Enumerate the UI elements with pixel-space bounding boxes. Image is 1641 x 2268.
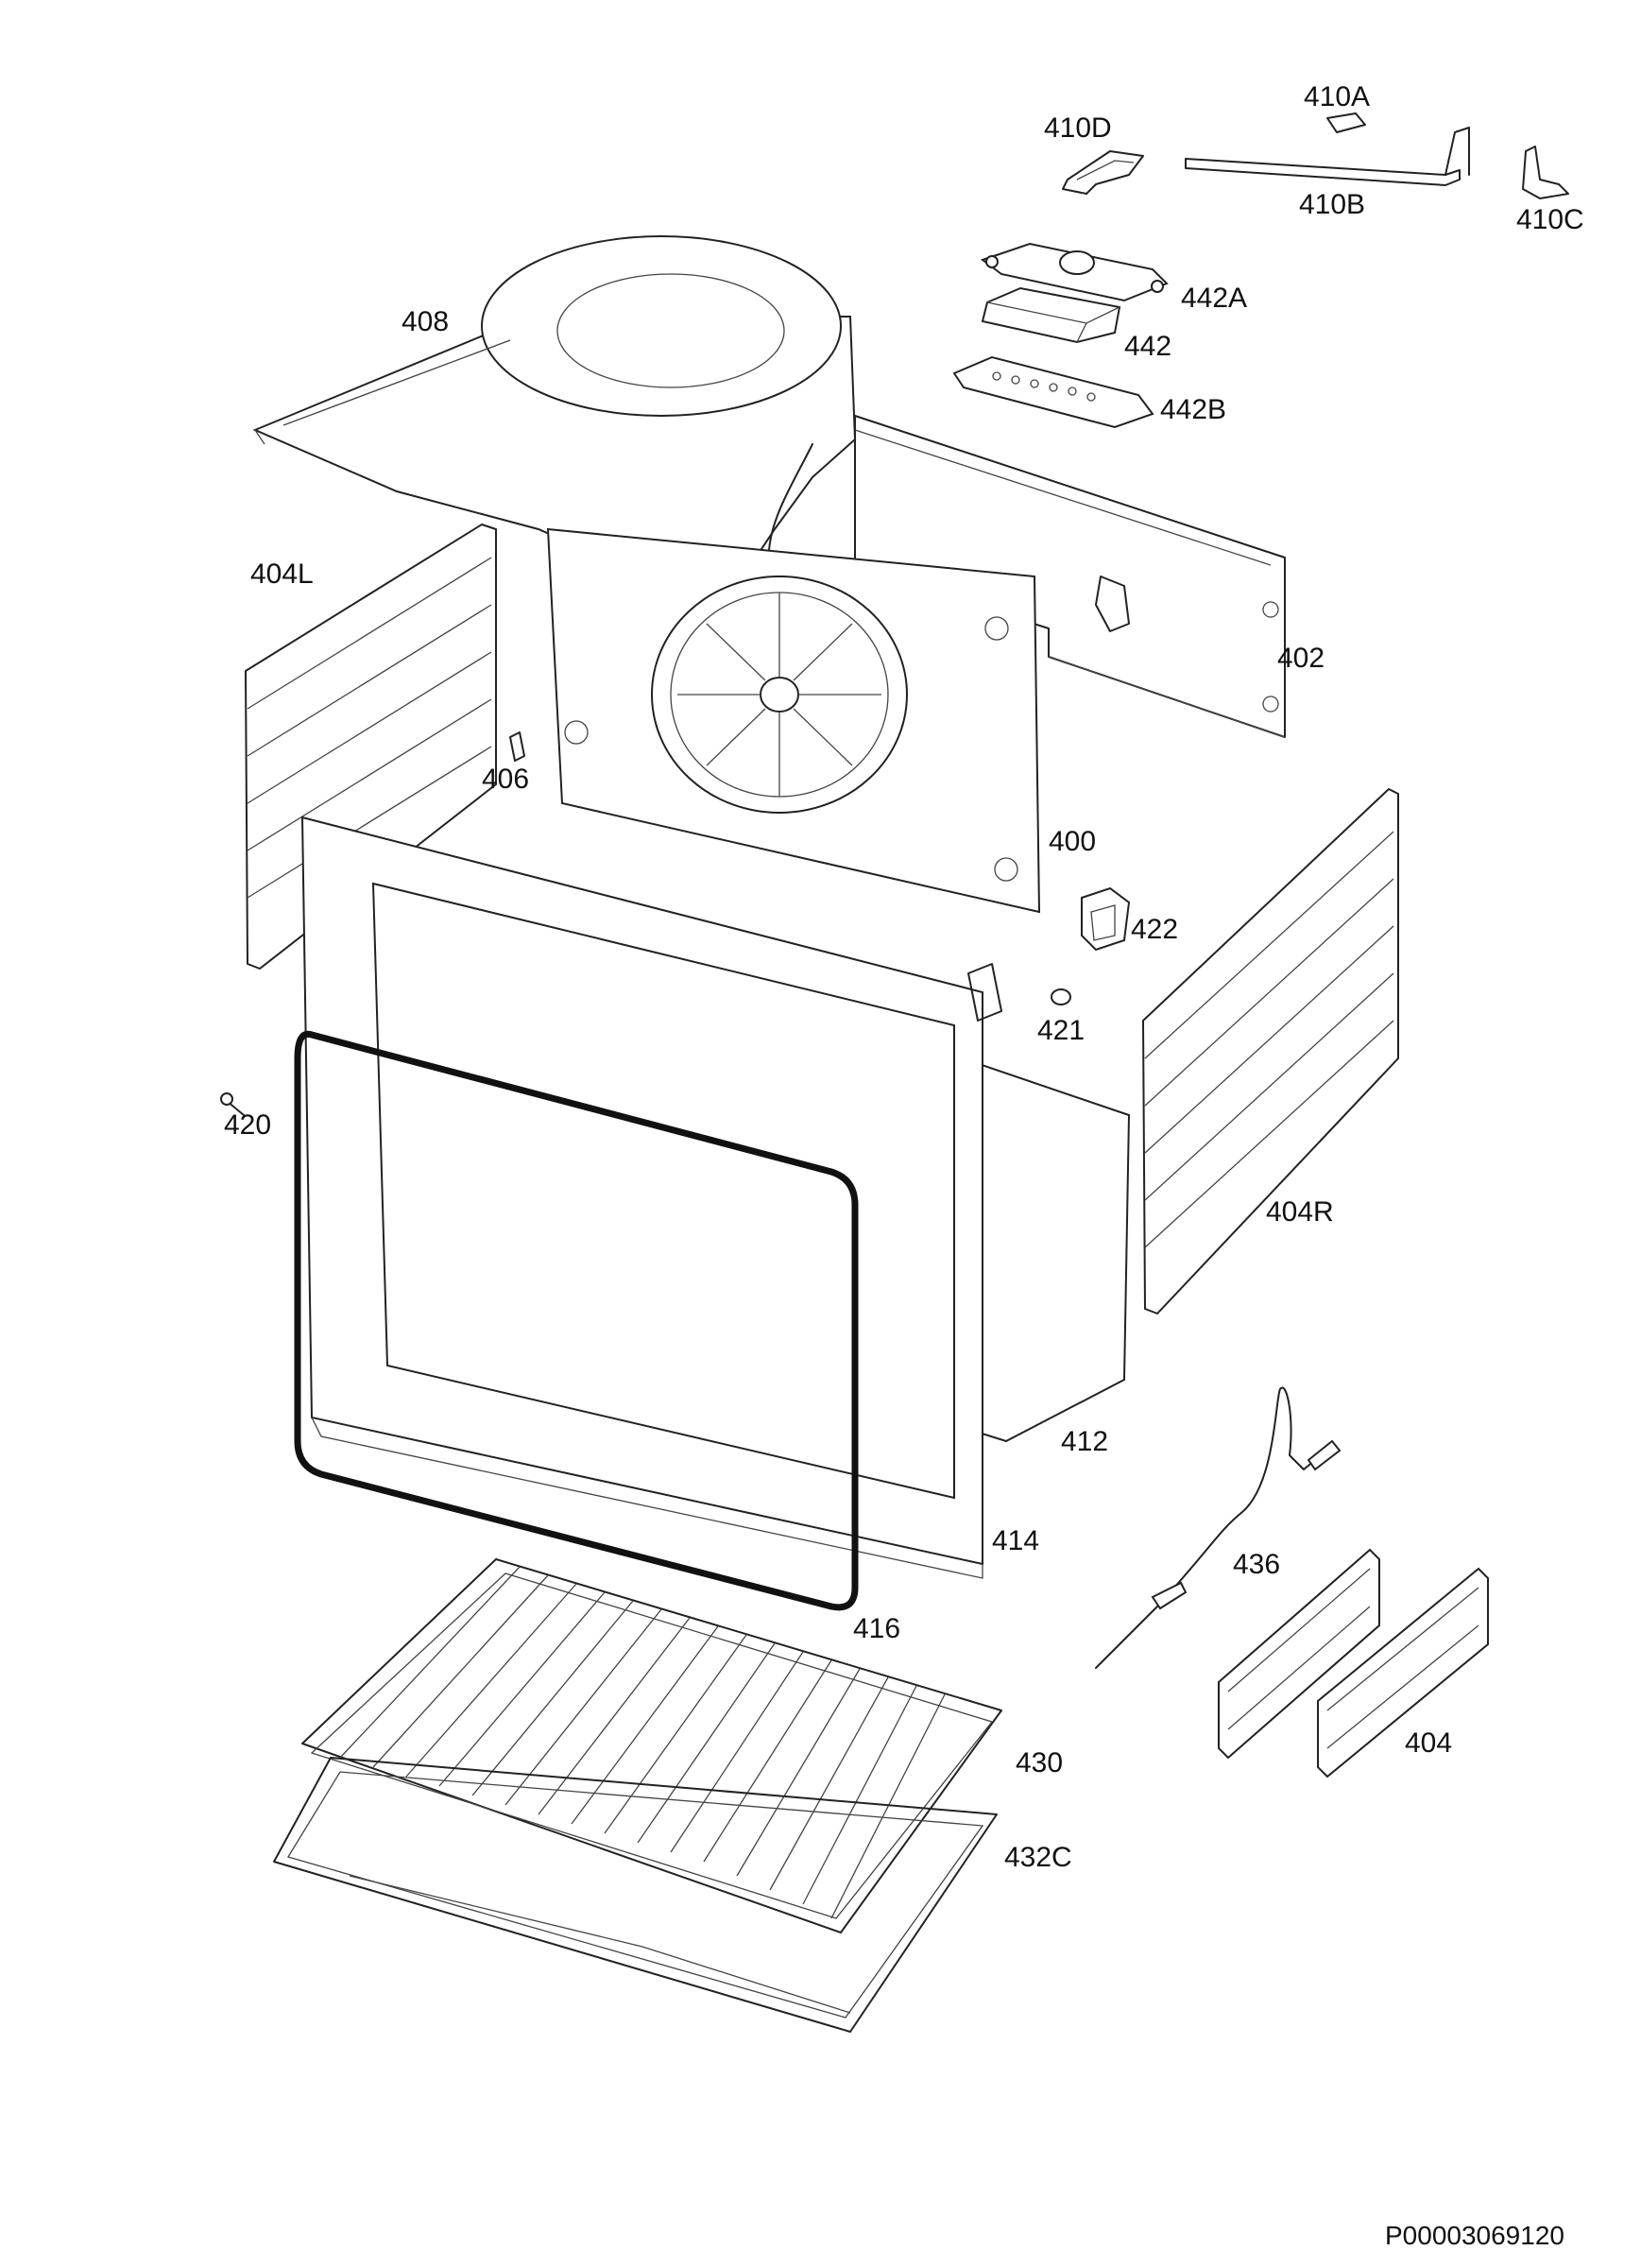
label-442B: 442B <box>1160 394 1226 425</box>
label-410B: 410B <box>1299 189 1365 220</box>
part-404R-right-rack <box>1142 788 1399 1314</box>
label-442: 442 <box>1124 331 1171 362</box>
part-410A-clip <box>1326 112 1366 133</box>
label-421: 421 <box>1037 1015 1085 1046</box>
part-414-front-frame <box>300 816 1002 1579</box>
label-410C: 410C <box>1516 204 1584 235</box>
label-412: 412 <box>1061 1426 1108 1457</box>
part-432C-baking-tray <box>273 1757 998 2033</box>
part-442A-lamp-housing <box>980 242 1169 302</box>
label-406: 406 <box>482 764 529 795</box>
label-432C: 432C <box>1004 1842 1072 1873</box>
label-410A: 410A <box>1304 81 1370 112</box>
part-400-cavity-back <box>546 527 1041 914</box>
part-416-door-gasket <box>294 1030 859 1611</box>
label-400: 400 <box>1049 826 1096 857</box>
part-410D-bracket <box>1062 150 1144 195</box>
label-404L: 404L <box>250 558 314 590</box>
part-436-meat-probe <box>1095 1386 1342 1669</box>
part-410B-rail <box>1185 127 1470 186</box>
part-labels: 410A 410D 410B 410C 442A 442 442B 408 40… <box>224 81 1584 2250</box>
label-408: 408 <box>402 306 449 337</box>
part-406-clip <box>509 731 525 762</box>
label-404R: 404R <box>1266 1196 1334 1228</box>
label-410D: 410D <box>1044 112 1112 144</box>
drawing-code: P00003069120 <box>1385 2221 1564 2250</box>
label-404: 404 <box>1405 1727 1452 1759</box>
part-404-telescopic-runners <box>1218 1548 1489 1778</box>
part-421-screw <box>1051 988 1071 1005</box>
part-404L-left-rack <box>245 524 497 970</box>
label-416: 416 <box>853 1613 900 1644</box>
part-408-fan-cover <box>252 235 857 607</box>
label-430: 430 <box>1016 1747 1063 1778</box>
part-422-socket <box>1081 886 1131 952</box>
part-430-wire-shelf <box>301 1558 1002 1933</box>
label-442A: 442A <box>1181 283 1247 314</box>
label-436: 436 <box>1233 1549 1280 1580</box>
part-420-screw <box>220 1092 245 1116</box>
part-410C-bracket <box>1522 146 1569 199</box>
label-402: 402 <box>1277 643 1325 674</box>
part-442B-lamp-base <box>952 355 1154 429</box>
label-420: 420 <box>224 1109 271 1141</box>
label-422: 422 <box>1131 914 1178 945</box>
part-442-lamp-glass <box>981 286 1121 344</box>
label-414: 414 <box>992 1525 1039 1556</box>
